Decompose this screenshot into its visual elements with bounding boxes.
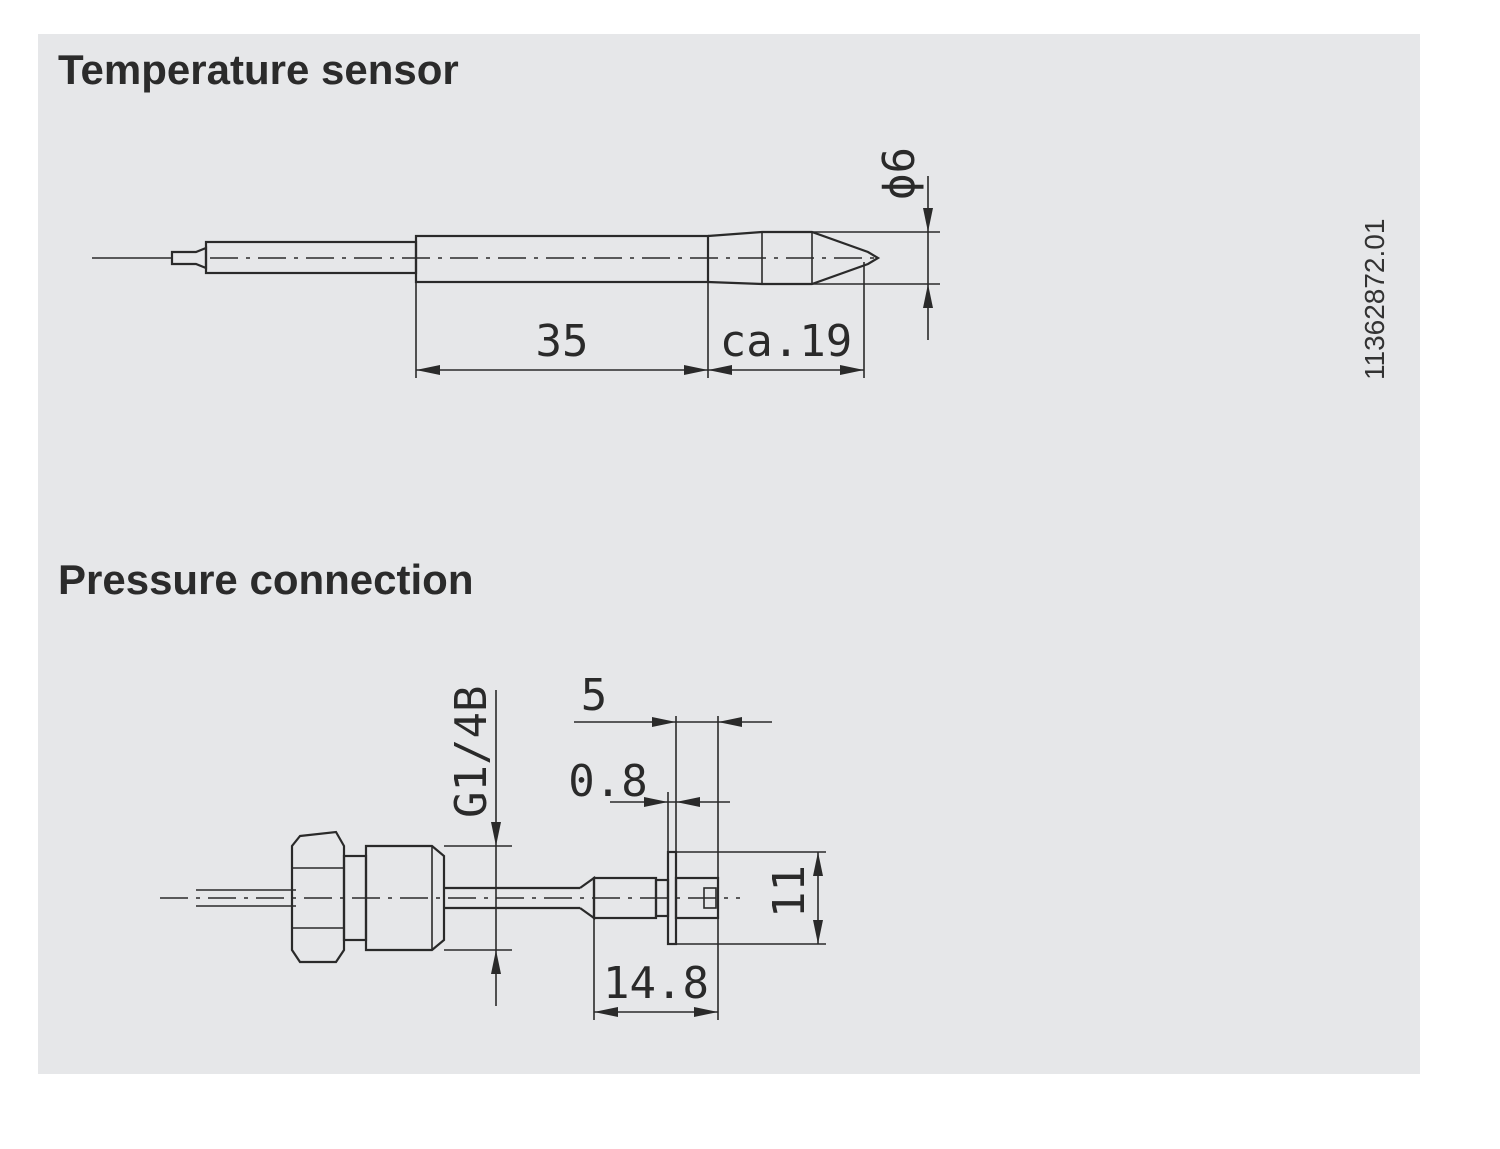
sensor-crimp [170,246,208,270]
dim-text-g14b: G1/4B [446,686,497,818]
dim-text-5: 5 [581,670,608,721]
hex-nut [290,830,346,964]
heading-temperature-sensor: Temperature sensor [58,46,459,93]
sensor-body [414,234,710,284]
dim-text-0-8: 0.8 [568,756,647,807]
dim-text-11: 11 [764,865,815,918]
sensor-tip [707,230,881,286]
dim-text-35: 35 [536,316,589,367]
temperature-sensor-drawing: 35 ca.19 ϕ6 [92,147,940,378]
heading-pressure-connection: Pressure connection [58,556,474,603]
dim-text-ca19: ca.19 [720,316,852,367]
drawing-panel [38,34,1420,1074]
flange [666,850,678,946]
dim-text-dia6: ϕ6 [874,147,925,200]
drawing-code: 11362872.01 [1359,219,1390,380]
dim-text-14-8: 14.8 [603,958,709,1009]
pressure-connection-drawing: G1/4B 5 0.8 11 14.8 [160,670,826,1020]
